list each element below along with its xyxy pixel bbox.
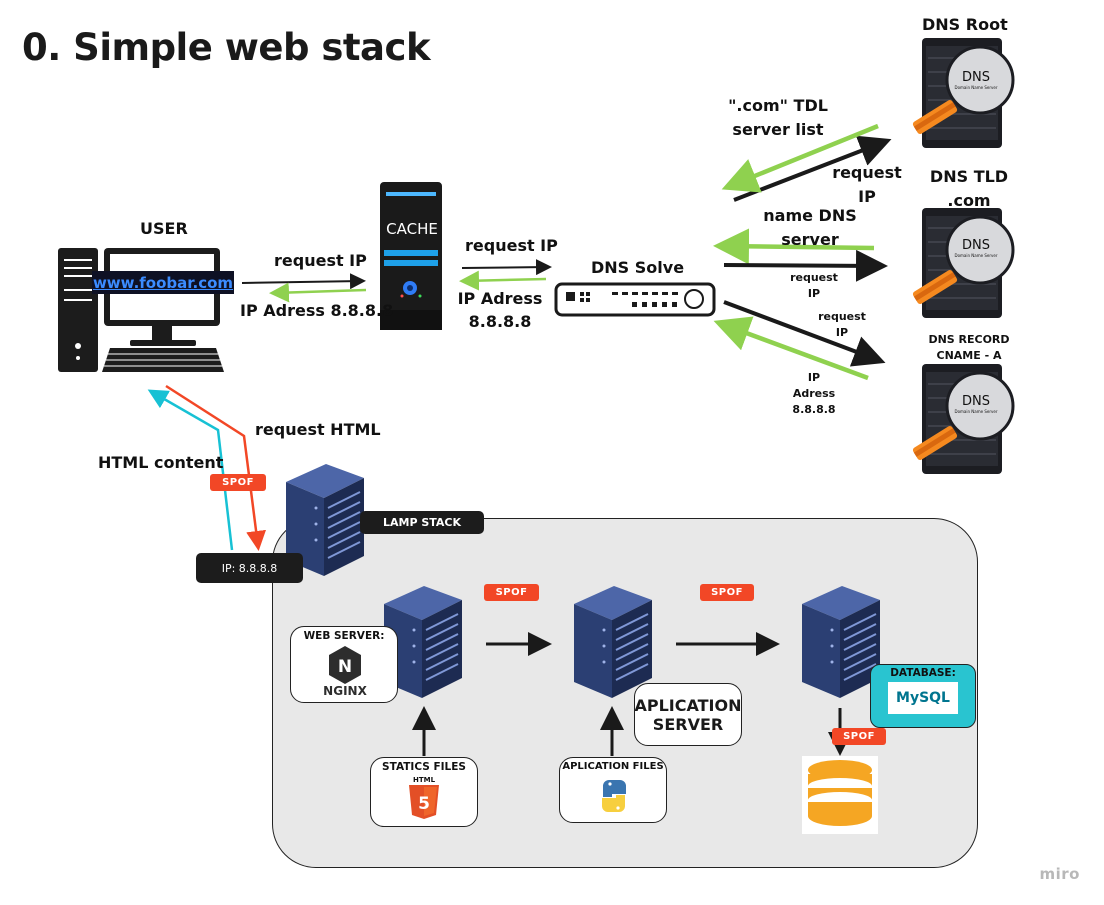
dns-solve-to-cache-arrow: [459, 270, 547, 291]
dns-root-badge-title: DNS: [962, 70, 990, 85]
dns-tld-request-line2: IP: [807, 287, 821, 300]
page-title: 0. Simple web stack: [22, 26, 431, 69]
cache-server-icon: [380, 182, 442, 330]
dns-record-request-line2: IP: [835, 326, 849, 339]
html5-text: HTML: [413, 776, 436, 784]
dns-root-server-icon: [910, 36, 1015, 150]
dns-tld-label: DNS TLD .com: [920, 165, 1018, 213]
dns-solve-router-icon: [554, 282, 716, 317]
web-server-card: WEB SERVER: N NGINX: [290, 626, 398, 703]
cache-to-user-arrow: [269, 282, 367, 303]
dns-tld-badge: DNS Domain Name Server: [950, 238, 1002, 258]
request-html-label: request HTML: [255, 420, 381, 439]
dns-tld-badge-sub: Domain Name Server: [954, 253, 998, 258]
tdl-line1: ".com" TDL: [728, 96, 828, 115]
name-dns-line1: name DNS: [763, 206, 857, 225]
http-spof-badge: SPOF: [210, 474, 266, 491]
app-server-line1: APLICATION: [634, 695, 742, 715]
dns-tld-label-line1: DNS TLD: [929, 167, 1009, 186]
database-storage-icon: [802, 756, 878, 834]
web-app-spof-badge: SPOF: [484, 584, 539, 601]
database-server-icon: [801, 585, 881, 699]
db-storage-spof-badge: SPOF: [832, 728, 886, 745]
user-request-ip-label: request IP: [274, 251, 367, 270]
request-html-arrow: [165, 384, 267, 551]
from-dns-tld-arrow: [713, 228, 875, 265]
nginx-icon: N NGINX: [323, 646, 368, 698]
dns-record-request-ip-label: request IP: [812, 309, 872, 341]
user-computer-icon: [58, 248, 224, 372]
database-card: DATABASE: MySQL: [870, 664, 976, 728]
miro-watermark: miro: [1039, 865, 1080, 883]
dns-root-request-line2: IP: [858, 187, 876, 206]
app-server-line2: SERVER: [652, 714, 724, 734]
dns-record-badge: DNS Domain Name Server: [950, 394, 1002, 414]
dns-root-label: DNS Root: [922, 15, 1008, 34]
dns-record-ip-line1: IP: [807, 371, 821, 384]
application-server-card: APLICATION SERVER: [634, 683, 742, 746]
dns-record-ip-line3: 8.8.8.8: [792, 403, 836, 416]
dns-record-ip-line2: Adress: [792, 387, 836, 400]
app-db-spof-badge: SPOF: [700, 584, 754, 601]
dns-record-request-line1: request: [818, 310, 866, 323]
from-dns-record-arrow: [713, 316, 869, 381]
database-title: DATABASE:: [890, 667, 956, 679]
to-dns-record-arrow: [723, 300, 886, 367]
dns-record-label-line1: DNS RECORD: [928, 333, 1010, 346]
html-content-label: HTML content: [98, 453, 224, 472]
dns-tld-request-line1: request: [790, 271, 838, 284]
statics-files-title: STATICS FILES: [382, 761, 466, 773]
dns-record-server-icon: [910, 362, 1015, 476]
dns-tld-server-icon: [910, 206, 1015, 320]
user-ip-address-label: IP Adress 8.8.8.8: [240, 301, 394, 320]
dns-tld-badge-title: DNS: [962, 238, 990, 253]
name-dns-line2: server: [781, 230, 839, 249]
dns-root-badge: DNS Domain Name Server: [950, 70, 1002, 90]
mysql-text: MySQL: [896, 690, 950, 706]
from-dns-root-arrow: [721, 123, 879, 193]
statics-files-card: STATICS FILES HTML 5: [370, 757, 478, 827]
nginx-text: NGINX: [323, 684, 367, 698]
dns-record-label-line2: CNAME - A: [936, 349, 1002, 362]
mysql-icon: MySQL: [888, 682, 958, 714]
lamp-stack-label: LAMP STACK: [360, 511, 484, 534]
dns-solve-label: DNS Solve: [591, 258, 685, 277]
web-server-title: WEB SERVER:: [303, 630, 385, 642]
html-content-arrow: [147, 389, 234, 551]
cache-ip-address-label: IP Adress 8.8.8.8: [452, 289, 548, 331]
dns-root-request-line1: request: [832, 163, 902, 182]
app-files-title: APLICATION FILES: [562, 761, 664, 772]
cache-ip-address-line1: IP Adress: [457, 289, 543, 308]
dns-root-request-ip-label: request IP: [826, 161, 908, 209]
cache-to-dns-solve-arrow: [461, 259, 552, 276]
user-to-cache-arrow: [241, 273, 366, 290]
application-files-card: APLICATION FILES: [559, 757, 667, 823]
dns-record-badge-sub: Domain Name Server: [954, 409, 998, 414]
dns-root-badge-sub: Domain Name Server: [954, 85, 998, 90]
url-address-bar[interactable]: www.foobar.com: [92, 271, 234, 294]
user-label: USER: [140, 219, 188, 238]
tdl-server-list-label: ".com" TDL server list: [718, 94, 838, 142]
application-server-icon: [573, 585, 653, 699]
python-icon: [594, 776, 634, 816]
nginx-letter: N: [338, 657, 352, 677]
cache-label: CACHE: [386, 220, 438, 238]
dns-record-label: DNS RECORD CNAME - A: [924, 332, 1014, 364]
cache-request-ip-label: request IP: [465, 236, 558, 255]
html5-icon: HTML 5: [409, 776, 439, 819]
cache-ip-address-line2: 8.8.8.8: [468, 312, 532, 331]
dns-tld-label-line2: .com: [947, 191, 991, 210]
dns-record-ip-address-label: IP Adress 8.8.8.8: [784, 370, 844, 418]
html5-number: 5: [418, 794, 430, 814]
tdl-line2: server list: [732, 120, 824, 139]
to-dns-tld-arrow: [723, 249, 888, 282]
name-dns-server-label: name DNS server: [754, 204, 866, 252]
ip-address-badge: IP: 8.8.8.8: [196, 553, 303, 583]
dns-record-badge-title: DNS: [962, 394, 990, 409]
dns-tld-request-ip-label: request IP: [784, 270, 844, 302]
